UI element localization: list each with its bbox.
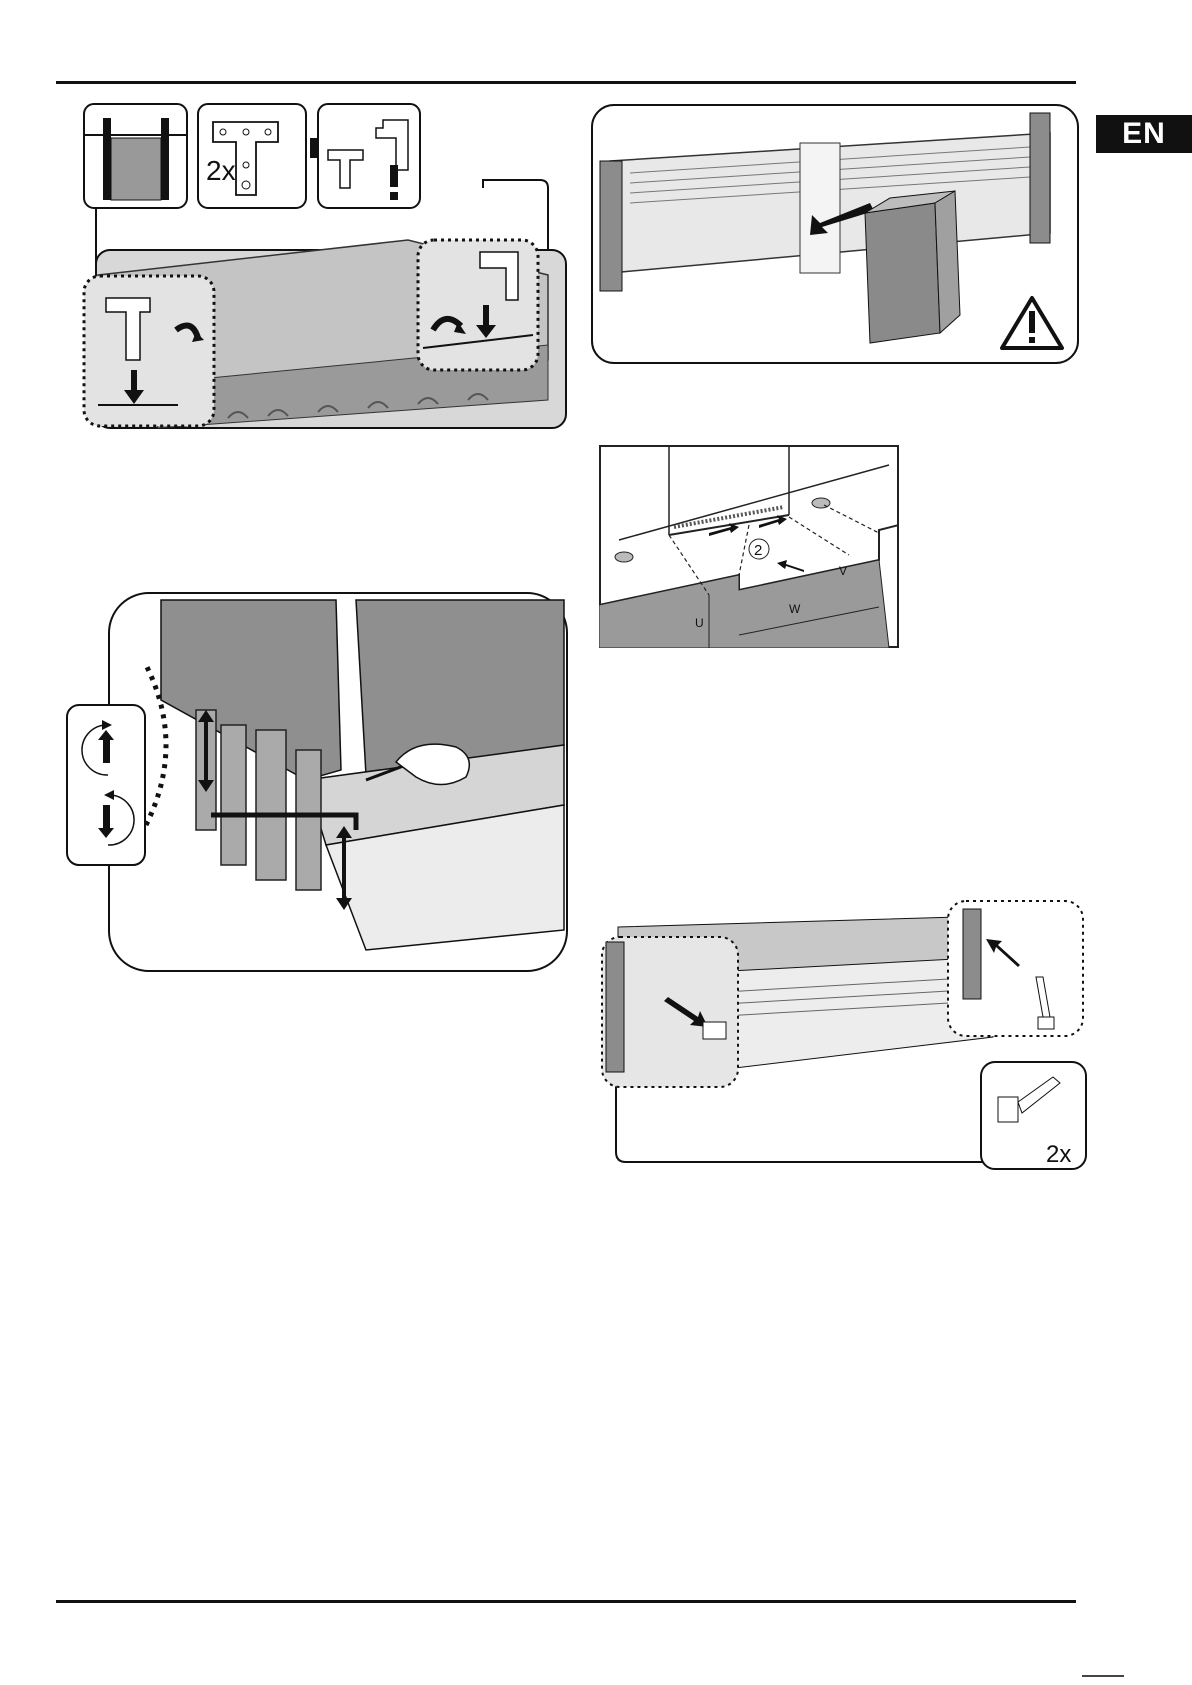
bracket-count-label: 2x xyxy=(206,155,236,186)
header-rule xyxy=(56,81,1076,84)
footer-rule xyxy=(56,1600,1076,1603)
figure-plinth-dimensions: 2 U V W xyxy=(599,445,899,648)
dimension-u: U xyxy=(695,616,704,630)
language-tab: EN xyxy=(1096,115,1192,153)
figure-bracket-install: 2x ! xyxy=(78,100,578,430)
dimension-v: V xyxy=(839,564,847,578)
dimension-w: W xyxy=(789,602,801,616)
figure-plinth-fitting xyxy=(590,103,1080,365)
figure-clip-fitting: 2x xyxy=(598,897,1090,1172)
page-corner-mark xyxy=(1082,1675,1124,1681)
figure-foot-adjustment xyxy=(66,590,571,975)
plinth-label-circle: 2 xyxy=(754,542,762,559)
clip-count-label: 2x xyxy=(1046,1141,1071,1168)
